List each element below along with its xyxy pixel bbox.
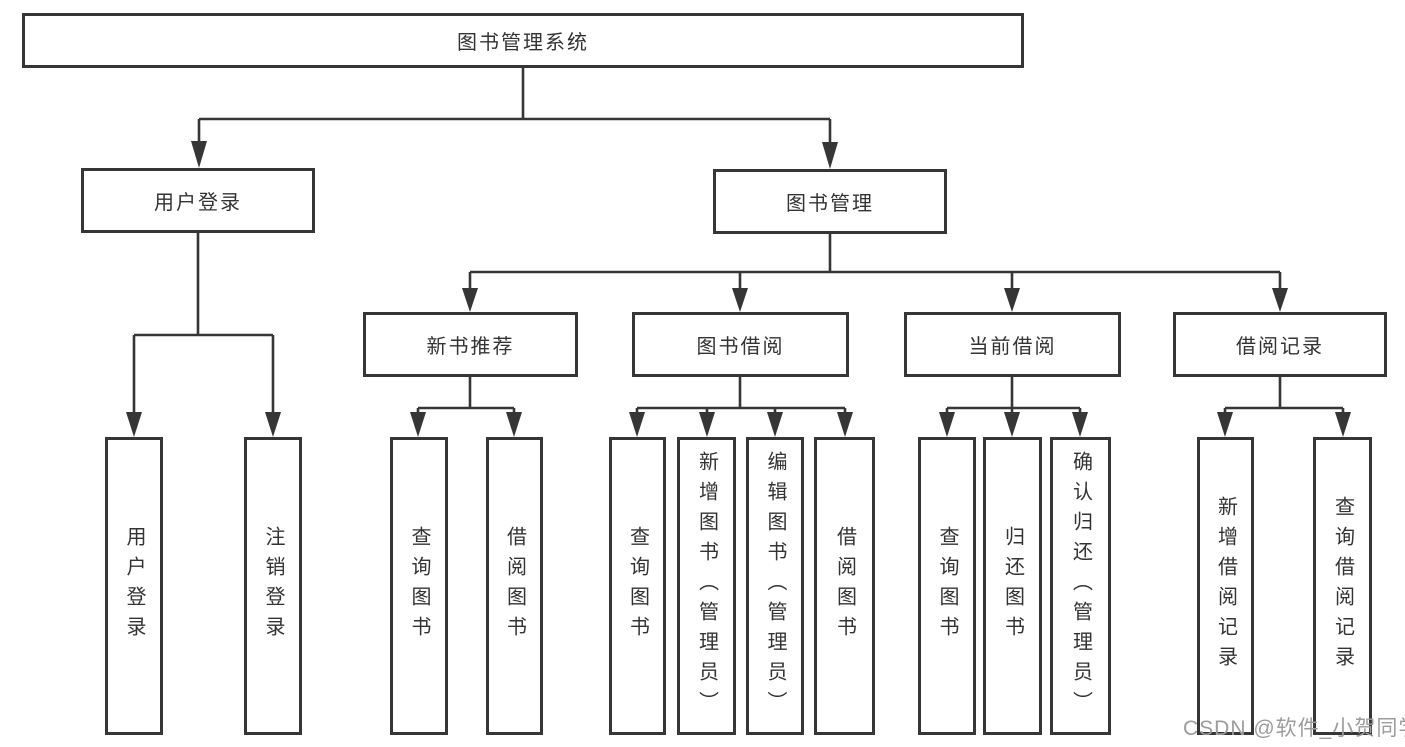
- leaf-query-books-borrow: 查询图书: [609, 437, 666, 735]
- leaf-logout-login: 注销登录: [244, 437, 302, 735]
- leaf-query-books-current: 查询图书: [918, 437, 976, 735]
- leaf-add-borrow-record: 新增借阅记录: [1197, 437, 1254, 735]
- node-book-borrow: 图书借阅: [632, 312, 849, 377]
- csdn-watermark: CSDN @软件_小贺同学: [1183, 717, 1405, 740]
- leaf-query-books-newbook: 查询图书: [390, 437, 448, 735]
- leaf-borrow-books-borrow: 借阅图书: [814, 437, 875, 735]
- leaf-borrow-books-newbook: 借阅图书: [486, 437, 543, 735]
- leaf-edit-book-admin: 编辑图书（管理员）: [746, 437, 804, 735]
- node-user-login: 用户登录: [81, 168, 315, 233]
- node-borrow-records: 借阅记录: [1173, 312, 1387, 377]
- node-new-book-recommend: 新书推荐: [363, 312, 578, 377]
- leaf-return-books: 归还图书: [983, 437, 1042, 735]
- node-root: 图书管理系统: [22, 13, 1024, 68]
- node-book-management: 图书管理: [713, 169, 947, 234]
- leaf-query-borrow-record: 查询借阅记录: [1313, 437, 1372, 735]
- leaf-add-book-admin: 新增图书（管理员）: [677, 437, 736, 735]
- leaf-confirm-return-admin: 确认归还（管理员）: [1050, 437, 1111, 735]
- node-current-borrow: 当前借阅: [904, 312, 1121, 377]
- leaf-user-login: 用户登录: [105, 437, 163, 735]
